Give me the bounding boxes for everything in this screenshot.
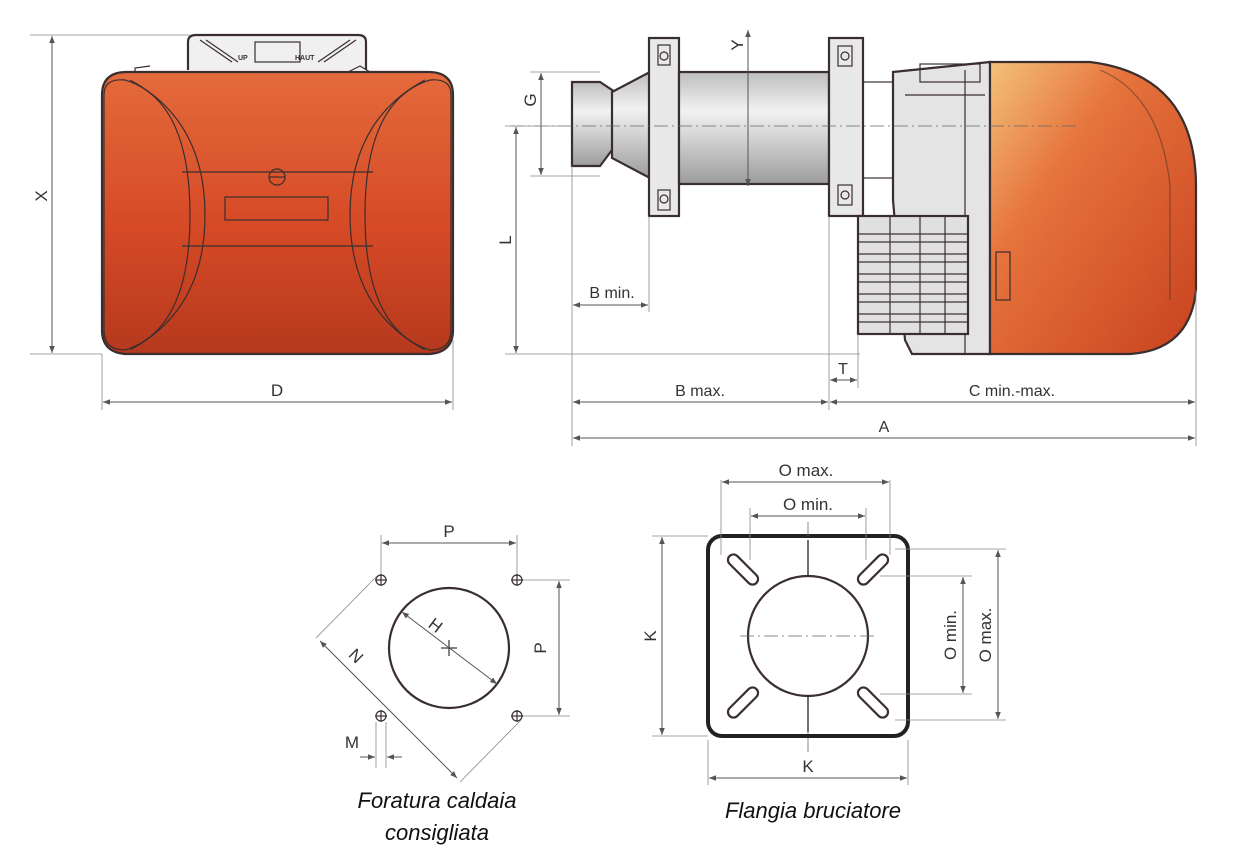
dim-y: Y bbox=[728, 30, 751, 186]
dim-t-label: T bbox=[838, 361, 848, 378]
front-handle-plate bbox=[186, 33, 368, 70]
front-view: UP HAUT bbox=[100, 33, 455, 356]
nozzle-head bbox=[570, 80, 617, 168]
side-cover bbox=[988, 60, 1198, 356]
dim-o-min-side-label: O min. bbox=[941, 610, 960, 660]
dim-b-max-label: B max. bbox=[675, 383, 725, 400]
dim-o-max-top-label: O max. bbox=[779, 461, 834, 480]
drilling-caption-line1: Foratura caldaia bbox=[358, 788, 517, 813]
dim-a-label: A bbox=[879, 419, 890, 436]
dim-o-max-side-label: O max. bbox=[976, 608, 995, 663]
front-right-panel bbox=[364, 79, 452, 351]
dim-a: A bbox=[573, 419, 1195, 441]
drilling-caption-line2: consigliata bbox=[385, 820, 489, 845]
slide-flange bbox=[647, 36, 681, 218]
dim-x: X bbox=[30, 34, 190, 355]
burner-flange bbox=[827, 36, 865, 218]
boiler-drilling-view: H P P N M bbox=[315, 522, 570, 783]
dim-b-min-label: B min. bbox=[589, 285, 634, 302]
flange-slots bbox=[726, 553, 890, 719]
flange-caption: Flangia bruciatore bbox=[725, 798, 901, 823]
up-label: UP bbox=[238, 55, 248, 62]
dim-p-side-label: P bbox=[531, 642, 550, 653]
dim-t: T bbox=[828, 216, 859, 410]
dim-g: G bbox=[521, 71, 600, 177]
dim-b-max: B max. bbox=[573, 383, 828, 405]
dim-o-min-top-label: O min. bbox=[783, 495, 833, 514]
haut-label: HAUT bbox=[295, 55, 315, 62]
dim-l: L bbox=[496, 125, 860, 355]
side-view bbox=[510, 36, 1198, 356]
burner-flange-view: O max. O min. K K O min. O max. bbox=[641, 461, 1006, 785]
dim-l-label: L bbox=[496, 235, 515, 244]
dim-g-label: G bbox=[521, 93, 540, 106]
dim-c-label: C min.-max. bbox=[969, 383, 1055, 400]
front-left-panel bbox=[103, 79, 191, 351]
dim-n-label: N bbox=[345, 645, 367, 667]
dim-k-bottom-label: K bbox=[802, 757, 814, 776]
dim-b-min: B min. bbox=[571, 166, 650, 446]
front-nameplate bbox=[224, 196, 329, 221]
dim-x-label: X bbox=[32, 190, 51, 201]
dim-k-side-label: K bbox=[641, 630, 660, 642]
dim-y-label: Y bbox=[728, 39, 747, 50]
dim-d-label: D bbox=[271, 381, 283, 400]
front-body bbox=[100, 70, 455, 356]
dim-d: D bbox=[101, 340, 454, 410]
dim-p-top-label: P bbox=[443, 522, 454, 541]
dim-m-label: M bbox=[345, 733, 359, 752]
nozzle-cone bbox=[610, 70, 652, 180]
dim-c: C min.-max. bbox=[830, 290, 1197, 446]
blast-tube bbox=[677, 70, 831, 186]
